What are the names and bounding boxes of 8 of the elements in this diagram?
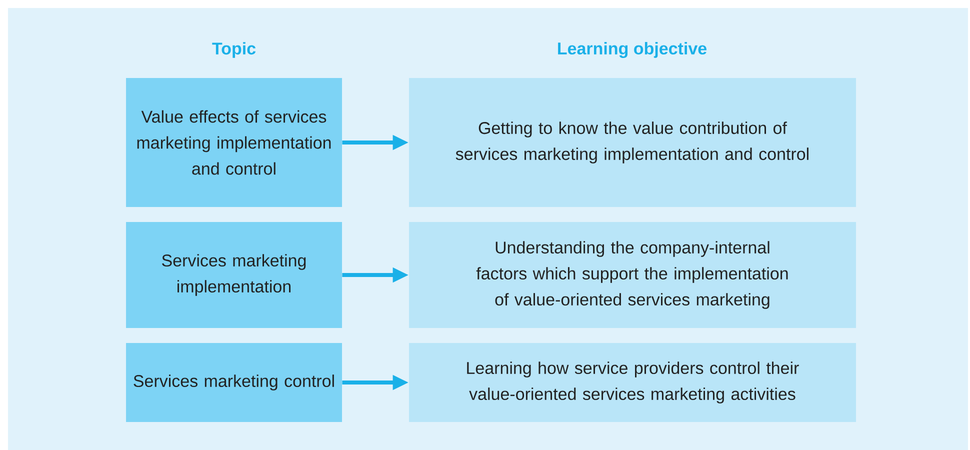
objective-box: Understanding the company-internal factors which support the implementation of value-oriented services marketing (409, 222, 856, 328)
objective-box: Getting to know the value contribution of services marketing implementation and control (409, 78, 856, 207)
objective-box: Learning how service providers control their value-oriented services marketing activities (409, 343, 856, 422)
topic-box: Services marketing implementation (126, 222, 342, 328)
topic-box: Value effects of services marketing implementation and control (126, 78, 342, 207)
topic-box: Services marketing control (126, 343, 342, 422)
column-heading: Learning objective (558, 42, 707, 58)
column-heading: Topic (212, 42, 256, 58)
